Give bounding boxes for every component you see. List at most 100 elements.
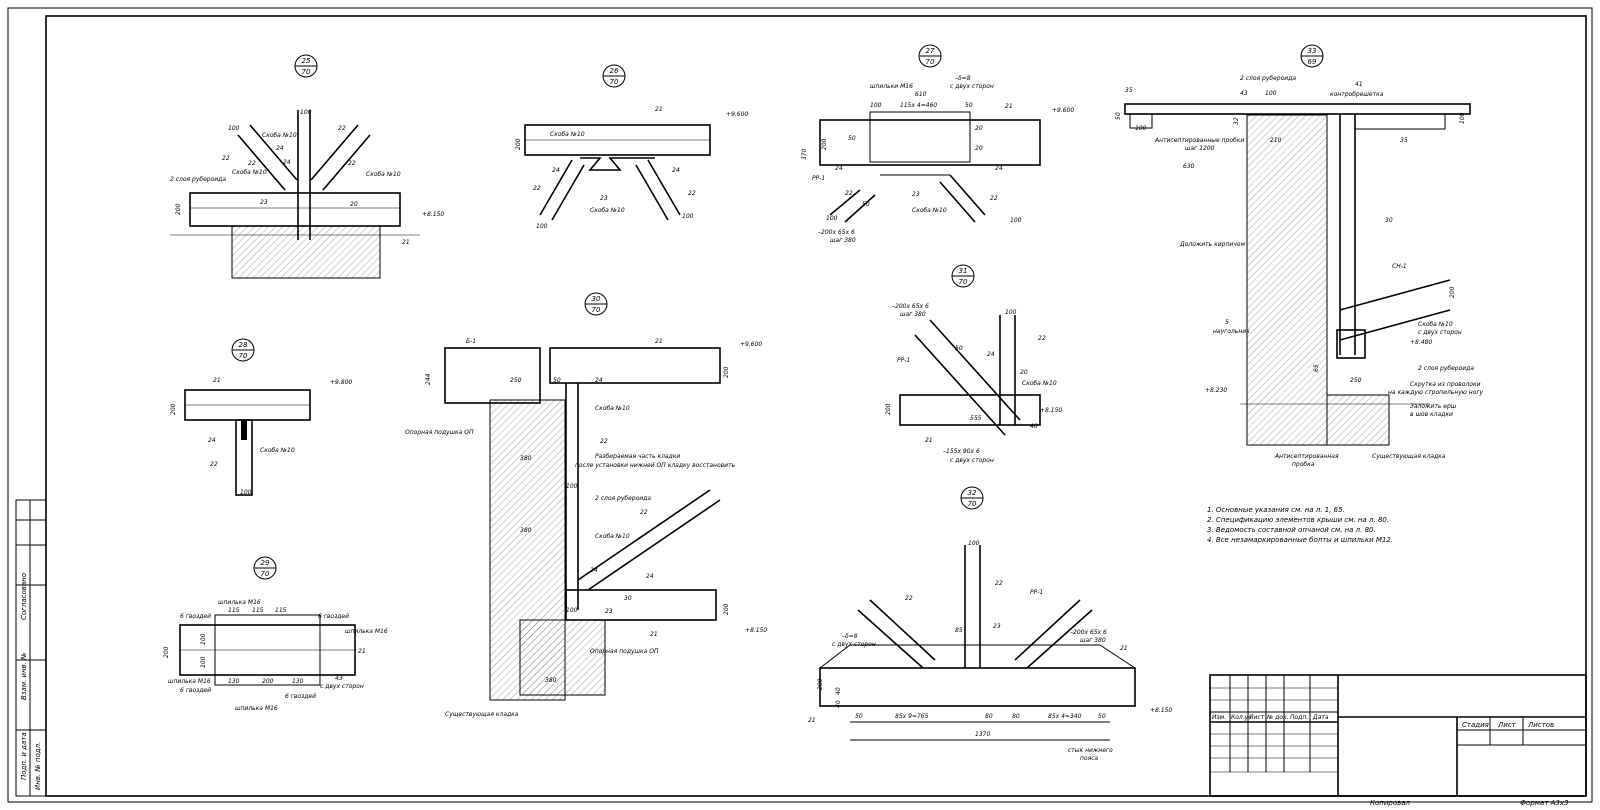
callout-label: –155x 90x 6 bbox=[943, 448, 980, 455]
detail-28: 28 70 21 200 +9.800 24 Скоба №10 22 100 bbox=[170, 338, 352, 496]
mark-label: 20 bbox=[1020, 369, 1028, 376]
dim-label: 1370 bbox=[975, 731, 990, 738]
callout-label: контробрешетка bbox=[1330, 91, 1384, 98]
callout-label: пробка bbox=[1292, 461, 1315, 468]
detail-31: 31 70 –200x 65x 6 шаг 380 РР-1 100 22 24… bbox=[885, 264, 1062, 464]
detail-number: 29 bbox=[261, 559, 270, 567]
dim-label: 43 bbox=[1240, 90, 1248, 97]
callout-label: Скоба №10 bbox=[912, 207, 947, 214]
callout-label: –δ=8 bbox=[955, 75, 971, 82]
callout-label: Скоба №10 bbox=[590, 207, 625, 214]
detail-29: 29 70 шпилька М16 шпилька М16 шпилька М1… bbox=[163, 556, 388, 712]
dim-label: 250 bbox=[510, 377, 522, 384]
mark-label: 21 bbox=[925, 437, 933, 444]
dim-label: 100 bbox=[300, 109, 312, 116]
mark-label: 23 bbox=[912, 191, 920, 198]
callout-label: с двух сторон bbox=[950, 457, 994, 464]
detail-sheet: 70 bbox=[592, 306, 601, 314]
dim-label: 370 bbox=[801, 148, 808, 160]
dim-label: 50 bbox=[855, 713, 863, 720]
dim-label: 115 bbox=[275, 607, 287, 614]
dim-label: 115x 4=460 bbox=[900, 102, 937, 109]
tb-col-doc: № док. bbox=[1266, 714, 1289, 721]
callout-label: с двух сторон bbox=[1418, 329, 1462, 336]
tb-kopiroval: Копировал bbox=[1370, 799, 1411, 807]
mark-label: 21 bbox=[655, 106, 663, 113]
callout-label: с двух сторон bbox=[950, 83, 994, 90]
elevation-label: +8.480 bbox=[1410, 339, 1432, 346]
mark-label: 24 bbox=[552, 167, 560, 174]
dim-label: 100 bbox=[1005, 309, 1017, 316]
callout-label: шпильки М16 bbox=[870, 83, 913, 90]
dim-label: 244 bbox=[425, 373, 432, 385]
note-1: 1. Основные указания см. на л. 1, 65. bbox=[1207, 506, 1345, 514]
callout-label: Скоба №10 bbox=[1022, 380, 1057, 387]
callout-label: шаг 380 bbox=[900, 311, 926, 318]
callout-label: Скоба №10 bbox=[595, 405, 630, 412]
dim-label: 100 bbox=[1135, 125, 1147, 132]
callout-label: 6 гвоздей bbox=[180, 687, 211, 694]
callout-label: Скоба №10 bbox=[595, 533, 630, 540]
mark-label: РР-1 bbox=[812, 175, 825, 182]
elevation-label: +8.150 bbox=[422, 211, 444, 218]
note-4: 4. Все незамаркированные болты и шпильки… bbox=[1207, 536, 1393, 544]
elevation-label: +8.150 bbox=[745, 627, 767, 634]
dim-label: 200 bbox=[1449, 286, 1456, 298]
left-stamp: Согласовано Взам. инв. № Подп. и дата Ин… bbox=[15, 499, 47, 797]
callout-label: наугольник bbox=[1213, 328, 1250, 335]
dim-label: 40 bbox=[835, 687, 842, 695]
callout-label: –δ=8 bbox=[842, 633, 858, 640]
tb-stadia: Стадия bbox=[1462, 721, 1489, 729]
dim-label: 50 bbox=[955, 345, 963, 352]
dim-label: 130 bbox=[292, 678, 304, 685]
detail-27: 27 70 шпильки М16 –δ=8 с двух сторон 610… bbox=[801, 44, 1074, 244]
callout-label: с двух сторон bbox=[832, 641, 876, 648]
detail-sheet: 69 bbox=[1308, 58, 1317, 66]
dim-label: 30 bbox=[624, 595, 632, 602]
mark-label: 24 bbox=[646, 573, 654, 580]
dim-label: 200 bbox=[163, 646, 170, 658]
dim-label: 200 bbox=[175, 203, 182, 215]
callout-label: стык нижнего bbox=[1068, 747, 1113, 754]
detail-26: 26 70 Скоба №10 Скоба №10 200 21 24 24 2… bbox=[515, 64, 748, 230]
callout-label: 6 гвоздей bbox=[180, 613, 211, 620]
detail-number: 26 bbox=[610, 67, 619, 75]
dim-label: 32 bbox=[1233, 117, 1240, 125]
dim-label: 200 bbox=[723, 603, 730, 615]
mark-label: 24 bbox=[283, 159, 291, 166]
outer-frame bbox=[7, 7, 1593, 803]
tb-list: Лист bbox=[1497, 721, 1517, 729]
dim-label: 130 bbox=[228, 678, 240, 685]
mark-label: 5 bbox=[1225, 319, 1229, 326]
elevation-label: +8.150 bbox=[1040, 407, 1062, 414]
dim-label: 555 bbox=[970, 415, 982, 422]
mark-label: 22 bbox=[338, 125, 346, 132]
mark-label: 24 bbox=[208, 437, 216, 444]
tb-col-izm: Изм. bbox=[1212, 714, 1226, 721]
dim-label: 100 bbox=[826, 215, 838, 222]
callout-label: Скоба №10 bbox=[1418, 321, 1453, 328]
mark-label: 23 bbox=[605, 608, 613, 615]
dim-label: 200 bbox=[262, 678, 274, 685]
tb-col-podp: Подп. bbox=[1290, 714, 1308, 721]
dim-label: 200 bbox=[170, 403, 177, 415]
dim-label: 380 bbox=[520, 527, 532, 534]
detail-30: 30 70 Б-1 21 21 +9.600 244 250 24 24 24 … bbox=[405, 292, 767, 718]
detail-sheet: 70 bbox=[610, 78, 619, 86]
detail-number: 28 bbox=[239, 341, 248, 349]
mark-label: 24 bbox=[995, 165, 1003, 172]
mark-label: 24 bbox=[987, 351, 995, 358]
mark-label: 24 bbox=[276, 145, 284, 152]
mark-label: 21 bbox=[1005, 103, 1013, 110]
callout-label: на каждую стропильную ногу bbox=[1388, 389, 1484, 396]
mark-label: 22 bbox=[533, 185, 541, 192]
dim-label: 250 bbox=[1350, 377, 1362, 384]
callout-label: шпилька М16 bbox=[168, 678, 211, 685]
callout-label: шаг 380 bbox=[1080, 637, 1106, 644]
dim-label: 50 bbox=[1098, 713, 1106, 720]
mark-label: 21 bbox=[402, 239, 410, 246]
detail-number: 27 bbox=[926, 47, 935, 55]
mark-label: 20 bbox=[350, 201, 358, 208]
callout-label: шаг 380 bbox=[830, 237, 856, 244]
elevation-label: +9.600 bbox=[740, 341, 762, 348]
